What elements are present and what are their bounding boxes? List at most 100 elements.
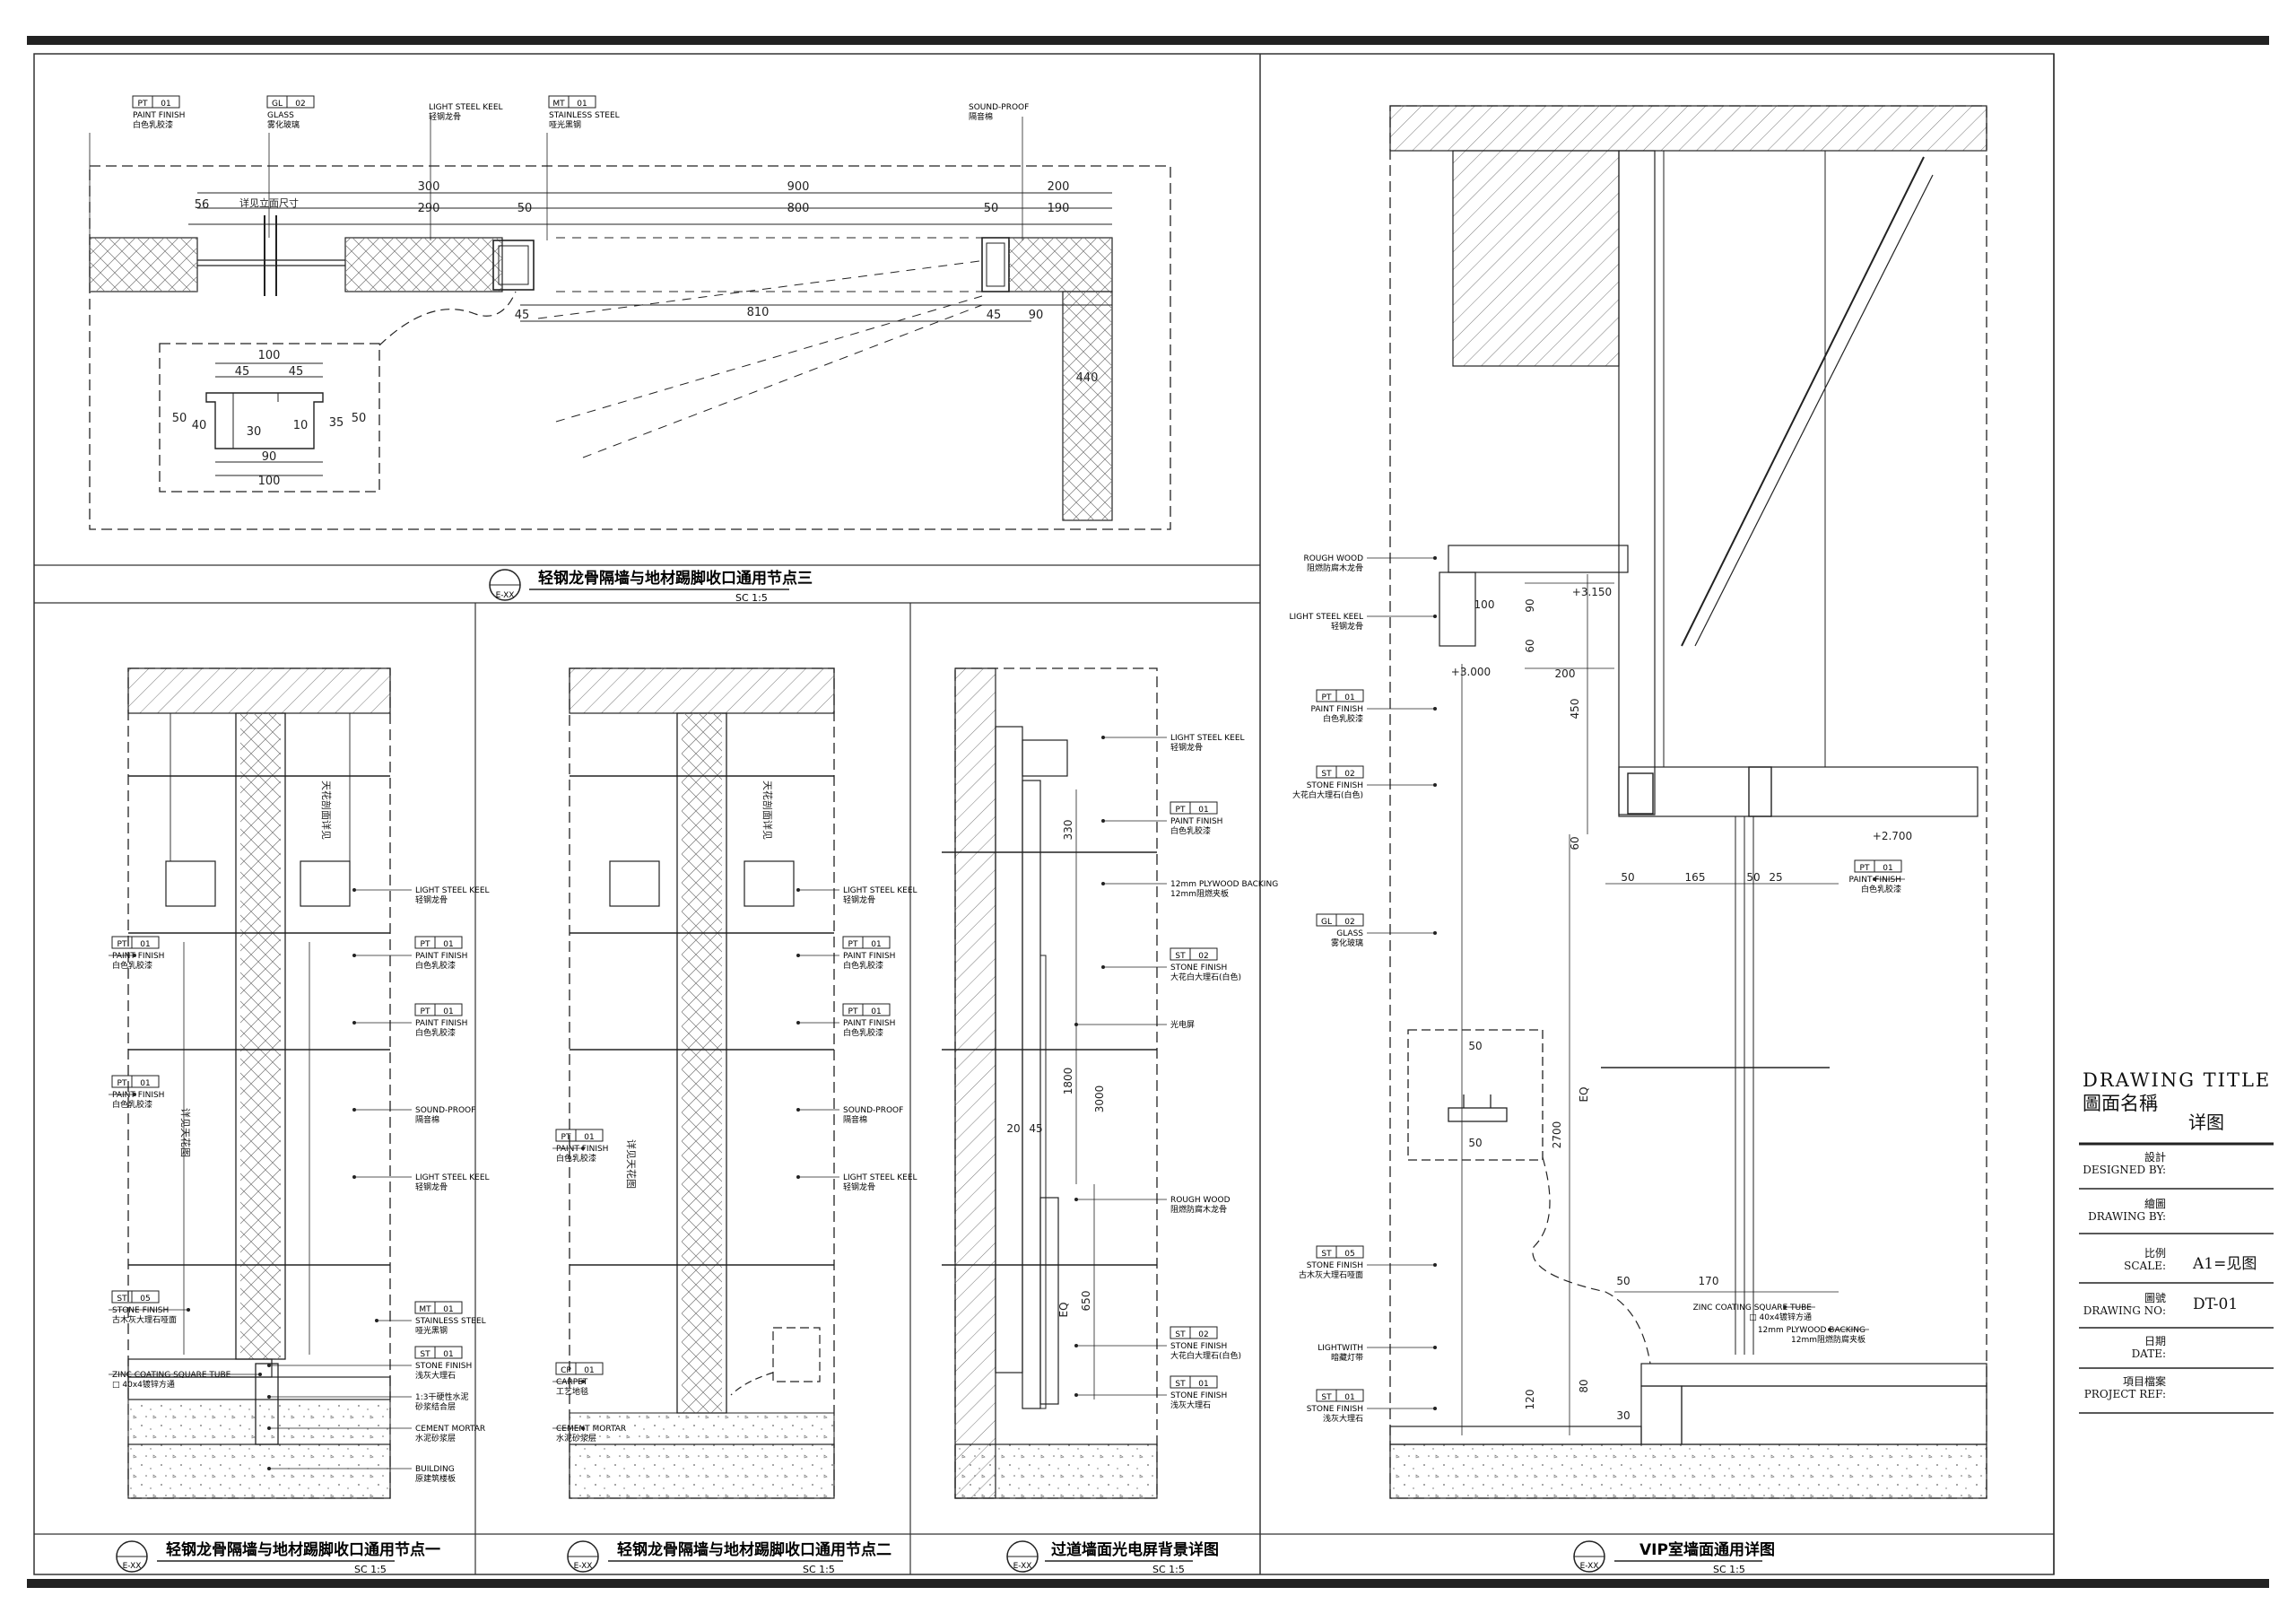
material-code: ST [1321,1393,1332,1402]
leader-dot [1828,1328,1831,1331]
material-name-en: GLASS [267,111,294,120]
material-name-cn: 浅灰大理石 [415,1370,456,1381]
material-name-cn: 水泥砂浆层 [415,1433,456,1443]
panel-5-scale: SC 1:5 [1713,1564,1745,1575]
material-name-en: CARPET [556,1378,588,1387]
material-callout: ZINC COATING SQUARE TUBE□ 40x4镀锌方通 [1693,1304,1815,1322]
material-code: ST [1321,770,1332,779]
num-box [131,1075,160,1088]
material-name-cn: 白色乳胶漆 [1861,884,1901,894]
dim-text: EQ [1578,1086,1590,1102]
dim-text: 100 [258,349,281,362]
level-text: +2.700 [1873,830,1912,842]
material-num: 02 [1344,770,1354,779]
material-num: 01 [1198,806,1208,815]
drawing-title-value: 详图 [2188,1112,2224,1133]
leader-dot [796,954,800,957]
num-box [131,1290,160,1304]
dim-text: 50 [352,412,367,425]
material-name-en: LIGHT STEEL KEEL [1289,613,1363,622]
material-name-en: STONE FINISH [1307,1261,1363,1270]
leader-dot [267,1426,271,1430]
material-name-cn: 轻钢龙骨 [1331,621,1363,632]
leader-dot [581,1426,585,1430]
leader-dot [375,1319,378,1322]
row-cn: 項目檔案 [2122,1375,2166,1388]
num-box [1874,859,1902,873]
material-num: 01 [443,1007,453,1016]
material-name-cn: 雾化玻璃 [1331,937,1363,948]
material-name-en: ZINC COATING SQUARE TUBE [112,1371,231,1380]
panel-3-tag: E-XX [496,591,515,600]
dim-text: 10 [293,419,309,432]
material-name-en: CEMENT MORTAR [556,1425,626,1434]
dim-text: 450 [1569,699,1581,719]
dim-text: 50 [517,202,533,215]
panel-5-tag: E-XX [1580,1562,1599,1571]
dim-text: 650 [1080,1291,1092,1312]
leader-dot [267,1364,271,1367]
material-name-en: STAINLESS STEEL [415,1317,486,1326]
material-name-cn: 轻钢龙骨 [843,894,875,905]
leader-dot [1074,1198,1078,1201]
dim-text: 800 [787,202,810,215]
row-en: PROJECT REF: [2083,1388,2166,1400]
row-en: DRAWING BY: [2088,1210,2166,1223]
dim-text: 60 [1569,836,1581,850]
leader-dot [1101,736,1105,739]
material-name-cn: 浅灰大理石 [1170,1400,1211,1410]
material-code: PT [421,1007,430,1016]
leader-dot [352,1021,356,1025]
panel-4-section [942,667,1158,1499]
material-name-en: PAINT FINISH [1311,705,1363,714]
dim-text: 45 [515,309,530,322]
row-en: DESIGNED BY: [2083,1164,2166,1176]
material-code: GL [272,100,283,109]
dim-text: 30 [1616,1409,1630,1422]
material-name-cn: 砂浆结合层 [415,1401,456,1412]
material-name-en: STONE FINISH [1307,781,1363,790]
num-box [1335,1389,1364,1402]
material-name-en: STONE FINISH [1170,1391,1227,1400]
material-name-cn: 工艺地毯 [556,1386,588,1397]
dim-text: 90 [1029,309,1044,322]
material-name-cn: 白色乳胶漆 [133,119,173,130]
panel-1-scale: SC 1:5 [354,1564,387,1575]
material-name-cn: □ 40x4镀锌方通 [112,1379,175,1390]
material-code: ST [1175,1330,1186,1339]
num-box [568,95,596,109]
num-box [1189,1326,1218,1339]
material-name-cn: 隔音棉 [415,1114,439,1125]
dim-text: 30 [247,425,262,439]
leader-dot [352,1175,356,1179]
leader-dot [1101,882,1105,885]
leader-dot [1873,877,1876,881]
dim-text: 440 [1076,371,1099,385]
material-name-cn: 暗藏灯带 [1331,1352,1363,1363]
num-box [1335,765,1364,779]
row-value: DT-01 [2193,1295,2239,1313]
material-code: ST [117,1295,127,1304]
panel-1-section [127,667,391,1499]
material-name-en: PAINT FINISH [1170,817,1222,826]
material-num: 02 [295,100,305,109]
material-num: 01 [871,940,881,949]
material-name-en: ZINC COATING SQUARE TUBE [1693,1304,1813,1312]
dim-text: 190 [1048,202,1070,215]
material-name-cn: 阻燃防腐木龙骨 [1170,1204,1227,1215]
drawing-title-en: DRAWING TITLE [2083,1069,2272,1091]
material-name-cn: 阻燃防腐木龙骨 [1307,562,1363,573]
material-num: 01 [161,100,170,109]
material-code: CP [561,1366,571,1375]
material-num: 01 [1344,693,1354,702]
num-box [286,95,315,109]
